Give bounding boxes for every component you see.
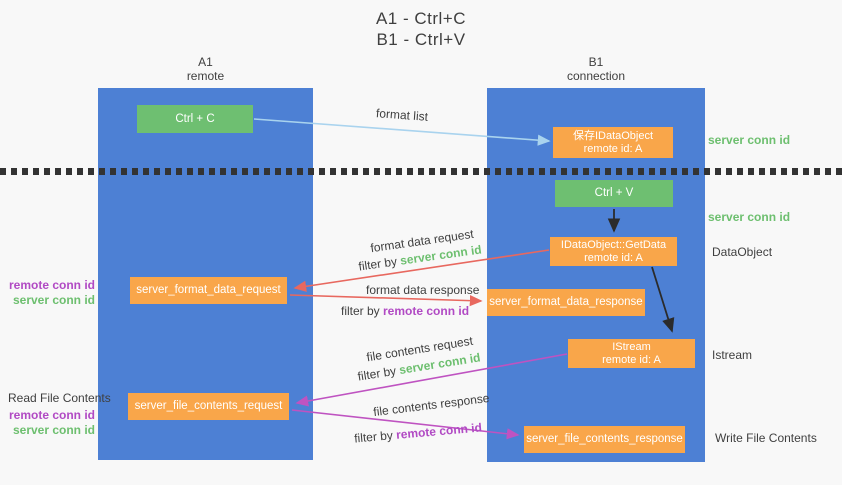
server-file-contents-request-box: server_file_contents_request bbox=[128, 393, 289, 420]
left-conn-id-block-top: remote conn id server conn id bbox=[0, 278, 95, 308]
title-line-1: A1 - Ctrl+C bbox=[375, 9, 467, 28]
save-idataobject-line2: remote id: A bbox=[583, 142, 643, 155]
server-file-contents-request-label: server_file_contents_request bbox=[134, 400, 283, 412]
ctrl-c-box: Ctrl + C bbox=[137, 105, 253, 133]
getdata-line1: IDataObject::GetData bbox=[560, 238, 667, 251]
ctrl-v-label: Ctrl + V bbox=[594, 187, 634, 199]
filter-by-text: filter by bbox=[357, 253, 402, 274]
right-dataobject-label: DataObject bbox=[712, 245, 773, 259]
right-server-conn-id-mid: server conn id bbox=[708, 210, 791, 224]
left-remote-conn-id-top: remote conn id bbox=[8, 278, 95, 292]
remote-conn-id-text: remote conn id bbox=[395, 420, 483, 442]
left-server-conn-id-bottom: server conn id bbox=[12, 423, 95, 437]
format-list-label: format list bbox=[375, 106, 429, 124]
filter-by-text: filter by bbox=[341, 304, 384, 318]
server-format-data-response-label: server_format_data_response bbox=[489, 296, 643, 308]
session-divider-dashed-line bbox=[0, 168, 842, 175]
left-conn-id-block-bottom: remote conn id server conn id bbox=[0, 408, 95, 438]
column-a-subtitle: remote bbox=[186, 69, 225, 83]
istream-line1: IStream bbox=[612, 340, 651, 353]
server-format-data-response-box: server_format_data_response bbox=[487, 289, 645, 316]
title-line-2: B1 - Ctrl+V bbox=[376, 30, 466, 49]
diagram-title: A1 - Ctrl+C B1 - Ctrl+V bbox=[0, 8, 842, 50]
column-a-name: A1 bbox=[198, 55, 213, 69]
ctrl-c-label: Ctrl + C bbox=[175, 112, 215, 125]
filter-by-text: filter by bbox=[356, 363, 401, 384]
column-b-subtitle: connection bbox=[566, 69, 626, 83]
istream-line2: remote id: A bbox=[602, 353, 661, 366]
left-read-file-contents-label: Read File Contents bbox=[8, 391, 111, 405]
column-b-name: B1 bbox=[588, 55, 604, 69]
file-contents-response-label: file contents response bbox=[372, 390, 491, 420]
left-server-conn-id-top: server conn id bbox=[12, 293, 95, 307]
column-b-header: B1 connection bbox=[487, 55, 705, 83]
server-file-contents-response-label: server_file_contents_response bbox=[526, 433, 683, 445]
left-remote-conn-id-bottom: remote conn id bbox=[8, 408, 95, 422]
right-write-file-contents-label: Write File Contents bbox=[715, 431, 817, 445]
server-file-contents-response-box: server_file_contents_response bbox=[524, 426, 685, 453]
save-idataobject-box: 保存IDataObject remote id: A bbox=[553, 127, 673, 158]
istream-box: IStream remote id: A bbox=[568, 339, 695, 368]
filter-by-text: filter by bbox=[353, 427, 397, 446]
right-istream-label: Istream bbox=[712, 348, 753, 362]
ctrl-v-box: Ctrl + V bbox=[555, 180, 673, 207]
column-a-header: A1 remote bbox=[98, 55, 313, 83]
right-server-conn-id-top: server conn id bbox=[708, 133, 791, 147]
idataobject-getdata-box: IDataObject::GetData remote id: A bbox=[550, 237, 677, 266]
filter-by-remote-conn-id-label-1: filter by remote conn id bbox=[341, 304, 469, 318]
getdata-line2: remote id: A bbox=[584, 251, 643, 264]
server-format-data-request-box: server_format_data_request bbox=[130, 277, 287, 304]
format-data-response-label: format data response bbox=[366, 283, 480, 297]
remote-conn-id-text: remote conn id bbox=[383, 304, 470, 318]
filter-by-remote-conn-id-label-2: filter by remote conn id bbox=[354, 420, 483, 445]
save-idataobject-line1: 保存IDataObject bbox=[572, 129, 654, 142]
server-format-data-request-label: server_format_data_request bbox=[136, 284, 281, 296]
